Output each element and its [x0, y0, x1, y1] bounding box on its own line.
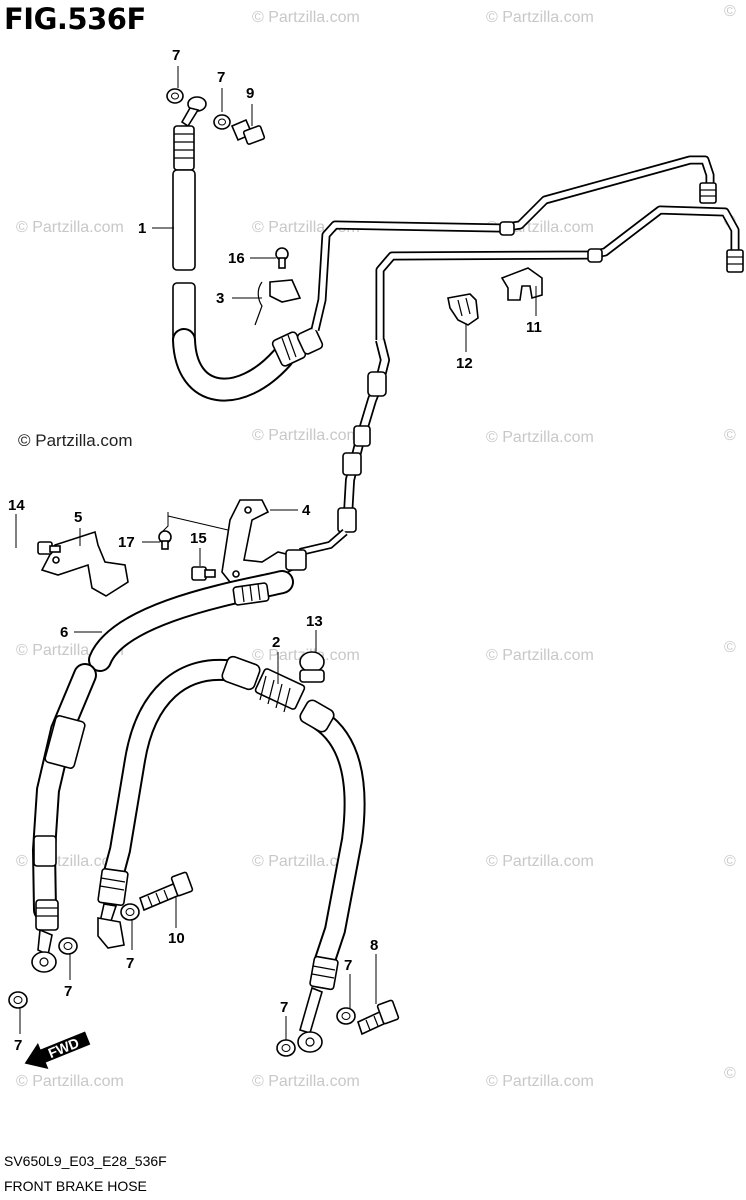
brake-hose-1	[172, 96, 324, 402]
watermark: © Partzilla.com	[486, 9, 594, 26]
watermark: © Partzilla.com	[486, 853, 594, 870]
callout-9: 9	[246, 85, 254, 102]
callout-6: 6	[60, 624, 68, 641]
watermark: ©	[724, 853, 736, 870]
callout-4: 4	[302, 502, 311, 519]
watermark: © Partzilla.com	[486, 429, 594, 446]
watermark: ©	[724, 427, 736, 444]
callout-7: 7	[344, 957, 352, 974]
callout-7: 7	[217, 69, 225, 86]
watermark: © Partzilla.com	[252, 853, 360, 870]
figure-title: FIG.536F	[4, 2, 146, 36]
figure-code: SV650L9_E03_E28_536F	[4, 1153, 167, 1169]
callout-16: 16	[228, 250, 245, 267]
small-parts	[8, 88, 543, 1057]
watermark: © Partzilla.com	[252, 1073, 360, 1090]
watermark: © Partzilla.com	[486, 647, 594, 664]
figure-name: FRONT BRAKE HOSE	[4, 1178, 147, 1194]
callout-8: 8	[370, 937, 378, 954]
callout-5: 5	[74, 509, 82, 526]
callout-3: 3	[216, 290, 224, 307]
callout-11: 11	[526, 319, 542, 336]
watermark-main: © Partzilla.com	[18, 431, 133, 450]
callout-17: 17	[118, 534, 135, 551]
watermark: © Partzilla.com	[486, 1073, 594, 1090]
fwd-label: FWD	[46, 1034, 82, 1061]
callout-7: 7	[14, 1037, 22, 1054]
three-way-joint-bracket	[221, 499, 307, 583]
watermark: ©	[724, 3, 736, 20]
callout-13: 13	[306, 613, 323, 630]
brake-pipe	[299, 155, 744, 556]
watermark: ©	[724, 1065, 736, 1082]
callout-7: 7	[280, 999, 288, 1016]
callout-7: 7	[126, 955, 134, 972]
leader-lines	[15, 66, 537, 1040]
callout-15: 15	[190, 530, 207, 547]
watermark: ©	[724, 639, 736, 656]
fwd-arrow: FWD	[24, 1031, 91, 1069]
callout-14: 14	[8, 497, 25, 514]
brake-hose-6	[31, 570, 294, 973]
watermark: © Partzilla.com	[252, 427, 360, 444]
callouts: 7 7 9 1 16 3 4 11 12 14 5 17 15 6 2 13 1…	[8, 47, 542, 1054]
callout-12: 12	[456, 355, 473, 372]
brake-hose-bracket	[40, 530, 129, 597]
callout-7: 7	[172, 47, 180, 64]
watermark: © Partzilla.com	[16, 219, 124, 236]
watermark: © Partzilla.com	[252, 9, 360, 26]
watermark: © Partzilla.com	[16, 1073, 124, 1090]
callout-7: 7	[64, 983, 72, 1000]
callout-1: 1	[138, 220, 146, 237]
callout-2: 2	[272, 634, 280, 651]
callout-10: 10	[168, 930, 185, 947]
brake-hose-2	[97, 655, 366, 1053]
